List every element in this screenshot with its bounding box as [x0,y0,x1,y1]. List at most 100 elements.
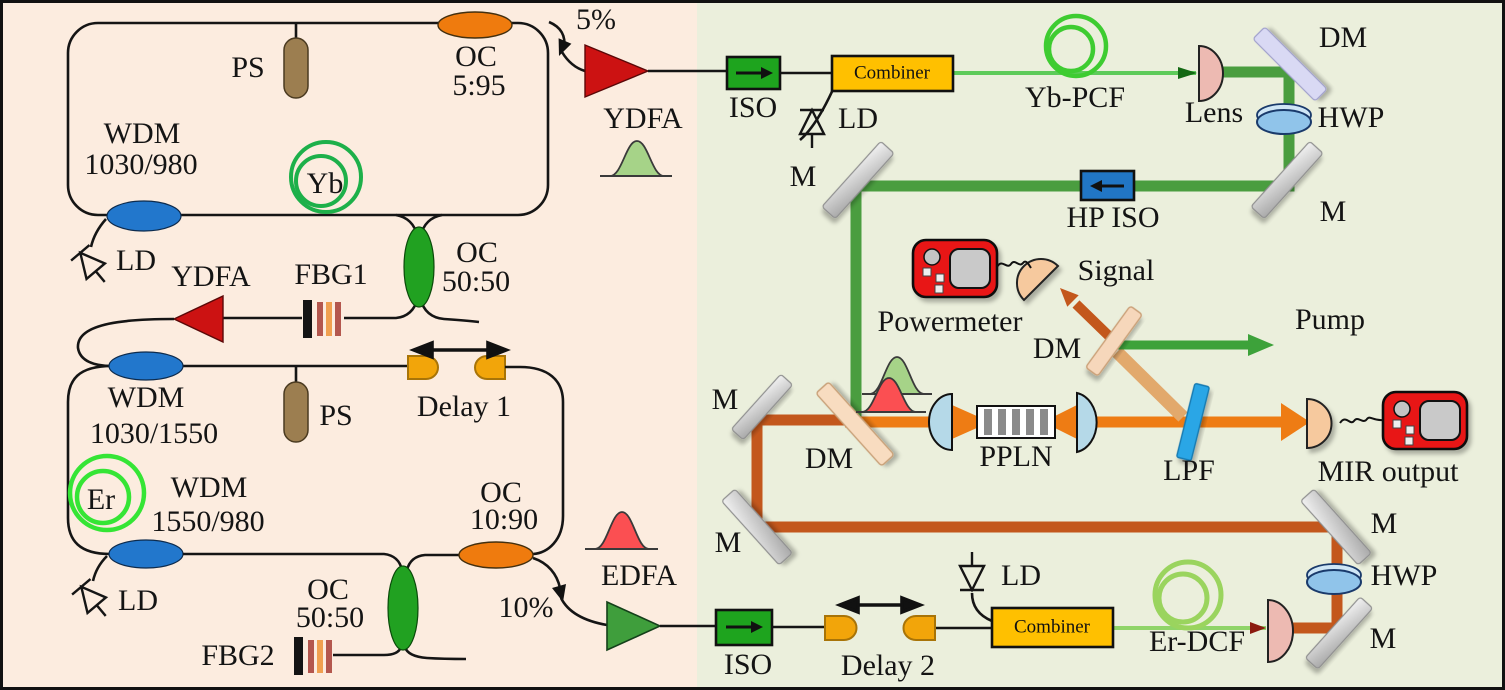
ld3-label: LD [838,102,878,135]
mirror-mid-left-label: M [712,383,739,416]
long-pass-filter [1176,383,1210,461]
yb-output-tap [548,20,672,177]
combiner-2-label: Combiner [1014,616,1091,637]
output-coupler-595 [437,11,513,39]
ld2-label: LD [118,584,158,617]
ps1-label: PS [231,51,264,84]
iso-2 [714,608,774,647]
hp-iso [1079,169,1136,202]
beam-focus-out [1053,405,1077,439]
er-gain-fiber-coil [67,453,147,533]
output-coupler-1090 [458,541,534,569]
collimating-lens-er [1267,598,1294,664]
mirror-top-left [822,141,894,219]
iso-1 [725,55,782,91]
yb-ring-fiber [66,21,550,217]
polarization-controller-2 [283,381,309,443]
hwp2-label: HWP [1371,559,1438,592]
oc3-ratio: 10:90 [470,503,538,536]
output-coupler-5050-yb [403,226,435,308]
delay1-double-arrow [409,340,511,360]
mirror-top-right [1251,141,1323,219]
delay1-label: Delay 1 [417,390,511,423]
mirror-br-upper-label: M [1371,507,1398,540]
ld2-lead [91,555,108,582]
dm2-label: DM [805,442,853,475]
half-wave-plate-1 [1256,103,1312,135]
combiner-1-label: Combiner [854,62,931,83]
yb-oscillator [66,11,550,368]
delay1-stage [407,340,511,380]
dark-orange-beam [751,414,1343,634]
fbg1-grating [303,300,341,338]
mirror-top-right-label: M [1320,195,1347,228]
free-space-fiber-links [648,69,993,630]
ydfa-to-er-ring-fiber [76,317,175,368]
tap5-arrowhead [558,38,572,56]
tap10-label: 10% [499,591,554,624]
tap5-label: 5% [576,3,616,36]
oc4-ratio: 50:50 [296,601,364,634]
er-ring-riser [505,365,565,556]
tap10-arrowhead [552,584,566,602]
edfa-label: EDFA [601,559,677,592]
tan-reflected-beam [1112,347,1188,422]
lens-label: Lens [1185,96,1243,129]
dm3-label: DM [1033,332,1081,365]
polarization-controller [283,37,309,99]
mirror-bottom-right-lower [1305,597,1373,669]
iso1-label: ISO [729,91,777,124]
er-dcf-label: Er-DCF [1149,625,1245,658]
labels-layer: PS OC 5:95 WDM 1030/980 Yb LD YDFA FBG1 … [84,3,1459,682]
oc1-label: OC [455,40,497,73]
fbg2-grating [294,637,332,675]
ppln-crystal [976,405,1056,439]
combiner-1: Combiner [830,54,955,93]
pump-arrowhead [1248,334,1274,356]
combiner-2: Combiner [990,606,1115,649]
edfa-amplifier [606,600,662,652]
lpf-label: LPF [1163,454,1215,487]
pump-label: Pump [1295,303,1365,336]
yb-pcf-label: Yb-PCF [1025,81,1125,114]
mirror-mid-left [731,374,793,440]
dm1-label: DM [1319,21,1367,54]
ppln-label: PPLN [979,440,1052,473]
oc3-label: OC [480,476,522,509]
signal-detector-cable [996,260,1032,269]
ydfa2-label: YDFA [171,260,251,293]
pulse-icon-1030 [600,140,672,177]
wdm3-label: WDM [171,471,248,504]
mir-detector-cable [1339,416,1384,424]
er-output-tap [532,511,662,652]
oc1-ratio: 5:95 [452,69,505,102]
ydfa-booster-amplifier [584,43,650,99]
ld1-lead [89,218,107,248]
dichroic-mirror-1 [1253,27,1327,101]
combined-pulse-icon [856,356,932,413]
er-dcf-coil [1152,559,1224,631]
yb-pcf-coil [1043,13,1109,79]
fbg2-label: FBG2 [201,639,274,672]
signal-arrow-shaft [1072,300,1115,342]
ld4-label: LD [1001,559,1041,592]
ppln-lens-left [928,392,953,452]
oc2-ratio: 50:50 [442,265,510,298]
delay2-stage [824,595,936,641]
dichroic-mirror-combining [816,382,894,466]
mirror-top-left-label: M [790,160,817,193]
pulse-icon-1550 [585,511,658,550]
fbg1-label: FBG1 [294,258,367,291]
mir-output-label: MIR output [1318,455,1460,488]
mirror-bottom-left [722,489,792,565]
yb-gain-fiber-coil [289,140,363,214]
mirror-bottom-right-upper [1301,489,1371,565]
iso2-label: ISO [724,648,772,681]
mir-beam-arrowhead [1281,403,1310,441]
collimating-lens-yb [1198,44,1224,103]
wdm1-wavelengths: 1030/980 [84,148,197,181]
half-wave-plate-2 [1306,563,1362,595]
wdm2-label: WDM [108,381,185,414]
ydfa1-label: YDFA [603,102,683,135]
